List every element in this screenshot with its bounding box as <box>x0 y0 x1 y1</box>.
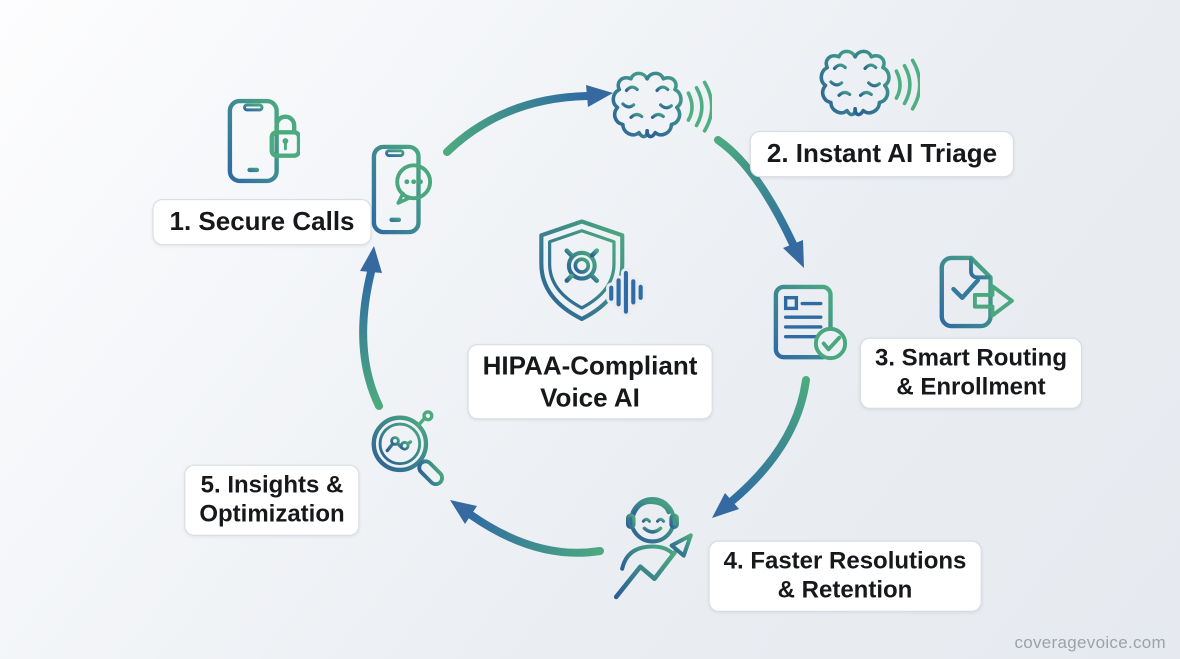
step5-label-line2: Optimization <box>199 501 345 528</box>
arrow-step3-to-step4 <box>728 376 810 505</box>
arrowhead-step4 <box>712 493 739 518</box>
step1-label: 1. Secure Calls <box>152 199 372 245</box>
step3-label: 3. Smart Routing & Enrollment <box>859 337 1083 409</box>
center-label-line2: Voice AI <box>540 382 640 412</box>
smartphone-chat-icon <box>371 144 433 235</box>
arrow-step4-to-step5 <box>467 511 604 557</box>
watermark-text: coveragevoice.com <box>1014 633 1166 652</box>
step2-label: 2. Instant AI Triage <box>749 131 1015 177</box>
arrow-step1-to-step2 <box>443 92 591 156</box>
brain-voicewave-label-icon <box>819 49 920 117</box>
step3-label-line1: 3. Smart Routing <box>874 344 1068 372</box>
magnifier-analytics-icon <box>371 410 445 487</box>
arrowhead-step1 <box>360 246 382 273</box>
step5-label: 5. Insights & Optimization <box>184 464 360 536</box>
document-check-arrow-icon <box>939 255 1014 329</box>
arrow-step5-to-step1 <box>359 268 383 410</box>
smartphone-lock-icon <box>227 98 300 184</box>
step5-label-line1: 5. Insights & <box>200 471 344 499</box>
center-label-line1: HIPAA-Compliant <box>482 350 698 381</box>
center-label: HIPAA-Compliant Voice AI <box>467 344 713 420</box>
arrowhead-step3 <box>783 240 804 268</box>
agent-growth-arrow-icon <box>613 497 693 600</box>
step3-label-line2: & Enrollment <box>896 374 1046 401</box>
step2-label-text: 2. Instant AI Triage <box>766 138 998 169</box>
step4-label-line1: 4. Faster Resolutions <box>723 547 967 575</box>
arrow-step2-to-step3 <box>714 136 797 248</box>
arrowhead-step5 <box>450 500 477 524</box>
form-checkmark-icon <box>773 284 848 361</box>
brain-voicewave-node-icon <box>611 71 712 139</box>
step4-label: 4. Faster Resolutions & Retention <box>708 540 982 612</box>
step4-label-line2: & Retention <box>777 577 913 604</box>
shield-gear-voicewave-icon <box>539 219 646 322</box>
arrowhead-step2 <box>586 85 613 107</box>
step1-label-text: 1. Secure Calls <box>169 206 355 237</box>
